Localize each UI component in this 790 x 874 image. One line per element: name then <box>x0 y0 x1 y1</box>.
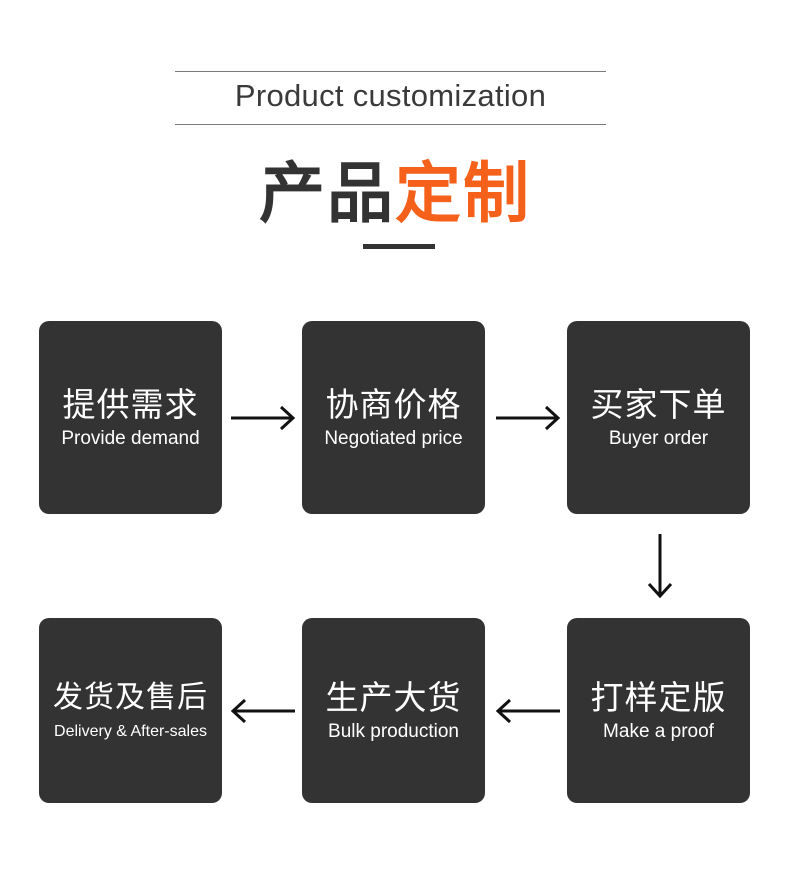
title-part-accent: 定制 <box>395 155 531 232</box>
title-part-dark: 产品 <box>259 155 395 232</box>
step-en-label: Make a proof <box>603 720 714 742</box>
step-en-label: Bulk production <box>328 720 459 742</box>
step-buyer-order: 买家下单 Buyer order <box>567 321 750 514</box>
step-cn-label: 发货及售后 <box>53 679 208 715</box>
arrow-right-icon <box>231 405 296 431</box>
step-en-label: Delivery & After-sales <box>54 722 207 740</box>
step-en-label: Provide demand <box>61 427 200 449</box>
step-provide-demand: 提供需求 Provide demand <box>39 321 222 514</box>
step-make-a-proof: 打样定版 Make a proof <box>567 618 750 803</box>
step-bulk-production: 生产大货 Bulk production <box>302 618 485 803</box>
arrow-left-icon <box>230 698 295 724</box>
page-title: 产品定制 <box>0 140 790 236</box>
top-rule <box>175 71 606 72</box>
arrow-right-icon <box>496 405 561 431</box>
step-cn-label: 买家下单 <box>590 384 727 424</box>
arrow-down-icon <box>647 534 673 599</box>
subtitle: Product customization <box>234 78 547 113</box>
title-underline <box>363 244 435 249</box>
step-cn-label: 提供需求 <box>62 384 199 424</box>
step-en-label: Negotiated price <box>324 427 463 449</box>
step-cn-label: 打样定版 <box>590 677 727 717</box>
bottom-rule <box>175 124 606 125</box>
step-negotiated-price: 协商价格 Negotiated price <box>302 321 485 514</box>
step-cn-label: 协商价格 <box>325 384 462 424</box>
arrow-left-icon <box>495 698 560 724</box>
step-en-label: Buyer order <box>608 427 709 449</box>
step-cn-label: 生产大货 <box>325 677 462 717</box>
step-delivery-after-sales: 发货及售后 Delivery & After-sales <box>39 618 222 803</box>
